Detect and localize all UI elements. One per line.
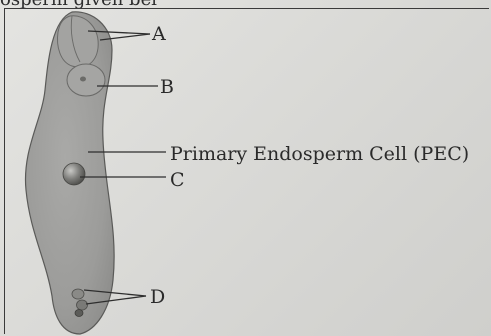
cell-b <box>67 64 105 96</box>
label-d: D <box>150 286 165 308</box>
label-b: B <box>160 76 174 98</box>
label-a: A <box>151 23 166 45</box>
label-primary-endosperm-cell: Primary Endosperm Cell (PEC) <box>170 143 469 165</box>
label-c: C <box>170 169 185 191</box>
nucleus-c <box>63 163 85 185</box>
